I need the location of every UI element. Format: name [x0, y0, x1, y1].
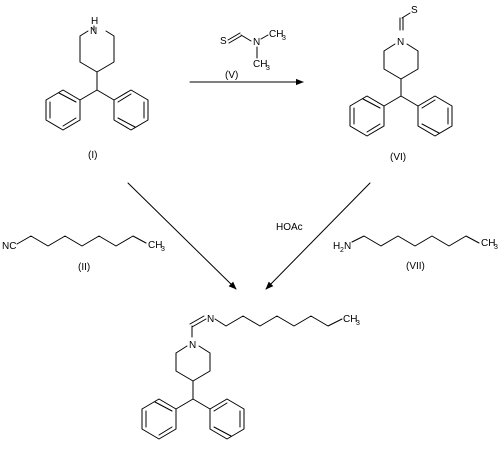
ring-nitrogen: N — [189, 340, 196, 351]
compound-label-VI: (VI) — [390, 152, 406, 163]
c-s-double-bond — [227, 32, 242, 44]
compound-label-VII: (VII) — [406, 261, 425, 272]
nitrile-group: NC — [2, 241, 16, 252]
alkyl-chain — [16, 235, 147, 247]
thioformyl-group — [399, 12, 411, 31]
benzhydryl-linkage — [383, 78, 419, 107]
amine-hydrogen-subscript: 2 — [340, 247, 344, 254]
terminal-methyl: CH — [343, 314, 357, 325]
piperidine-ring: N H — [79, 16, 115, 73]
benzhydryl-linkage — [175, 380, 211, 410]
product-formamidine: N CH 3 N — [141, 314, 360, 440]
terminal-methyl-subscript: 3 — [161, 246, 165, 253]
c-n-double-bond — [189, 315, 207, 328]
imine-nitrogen: N — [207, 314, 214, 325]
phenyl-ring-left — [141, 398, 177, 440]
phenyl-ring-right — [209, 398, 245, 440]
thioformyl-sulfur: S — [411, 5, 418, 16]
formyl-c-n-bond — [240, 34, 252, 42]
amine-hydrogen: H — [333, 241, 340, 252]
compound-VI: S N (VI) — [349, 5, 453, 163]
compound-VII: H 2 N CH 3 (VII) — [333, 235, 498, 272]
piperidine-ring — [175, 345, 211, 382]
phenyl-ring-right — [417, 95, 453, 137]
methyl-upper-subscript: 3 — [282, 35, 286, 42]
methyl-lower-subscript: 3 — [266, 65, 270, 72]
phenyl-ring-right — [113, 89, 149, 131]
terminal-methyl: CH — [481, 238, 495, 249]
ring-nitrogen: N — [397, 37, 404, 48]
alkyl-chain — [351, 235, 480, 247]
phenyl-ring-left — [349, 95, 385, 137]
phenyl-ring-left — [45, 89, 81, 131]
compound-label-V: (V) — [225, 70, 238, 81]
terminal-methyl-subscript: 3 — [494, 244, 498, 251]
amine-hydrogen: H — [91, 16, 98, 27]
thione-sulfur: S — [220, 36, 227, 47]
benzhydryl-linkage — [79, 71, 115, 101]
reagent-hoac: HOAc — [276, 222, 303, 233]
compound-label-I: (I) — [88, 150, 97, 161]
methyl-lower: CH — [253, 59, 267, 70]
arrow-VI-to-product — [265, 182, 371, 290]
terminal-methyl: CH — [148, 240, 162, 251]
compound-label-II: (II) — [78, 262, 90, 273]
amide-nitrogen: N — [253, 37, 260, 48]
n-methyl-bond-upper — [260, 34, 269, 40]
piperidine-ring — [383, 43, 419, 80]
ring-nitrogen: N — [90, 26, 97, 37]
amine-nitrogen: N — [344, 241, 351, 252]
arrow-I-to-product — [127, 182, 237, 290]
compound-II: NC CH 3 (II) — [2, 235, 165, 273]
terminal-methyl-subscript: 3 — [356, 320, 360, 327]
compound-I: N H (I) — [45, 16, 149, 161]
methyl-upper: CH — [269, 29, 283, 40]
octyl-chain — [214, 315, 343, 327]
reagent-V: S N CH 3 CH 3 (V) — [220, 29, 286, 81]
